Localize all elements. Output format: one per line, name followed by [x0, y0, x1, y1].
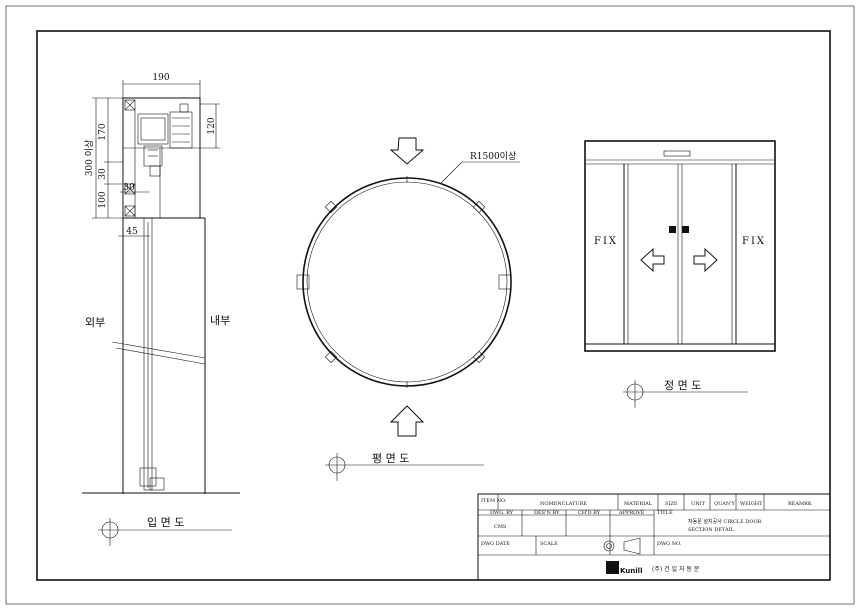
slide-arrow-left-icon	[640, 247, 665, 273]
tb-scale: SCALE	[540, 541, 558, 547]
tb-chd-by: CH'D BY	[578, 510, 601, 516]
door-handle-right	[682, 226, 689, 233]
entry-arrow-top-icon	[389, 137, 425, 165]
side-elevation-view: 190 120 300 이상	[82, 73, 240, 546]
side-view-caption: 입 면 도	[147, 516, 184, 529]
title-block: ITEM NO. NOMENCLATURE MATERIAL SIZE UNIT…	[477, 493, 831, 581]
dim-30-horizontal: 30	[123, 183, 135, 193]
entry-arrow-bottom-icon	[389, 405, 425, 437]
fix-label-left: FIX	[594, 236, 618, 247]
tb-approve: APPROVE	[618, 510, 645, 516]
dim-300: 300 이상	[84, 140, 95, 177]
tb-size: SIZE	[665, 501, 678, 507]
tb-nomenclature: NOMENCLATURE	[540, 501, 587, 507]
projection-symbol-icon	[603, 540, 615, 552]
label-inside: 내부	[210, 314, 230, 327]
label-outside: 외부	[85, 316, 105, 329]
tb-desn-by: DES'N BY	[534, 510, 560, 516]
tb-dwg-date: DWG DATE	[481, 541, 510, 547]
tb-item-no: ITEM NO.	[481, 498, 507, 504]
tb-title-line2: SECTION DETAIL	[688, 527, 735, 533]
plan-view-caption: 평 면 도	[372, 452, 409, 465]
door-handle-left	[669, 226, 676, 233]
sheet-inner-border	[36, 30, 831, 581]
front-elevation-view: FIX FIX 정 면 도	[584, 140, 776, 408]
dim-30-vertical: 30	[98, 168, 108, 180]
front-view-caption: 정 면 도	[664, 379, 701, 392]
tb-material: MATERIAL	[624, 501, 653, 507]
tb-remark: REAMRK	[788, 501, 812, 507]
fix-label-right: FIX	[742, 236, 766, 247]
tb-company: (주) 건 일 자 동 문	[652, 565, 700, 573]
dim-170: 170	[98, 123, 108, 140]
slide-arrow-right-icon	[693, 247, 718, 273]
tb-unit: UNIT	[691, 501, 706, 507]
plan-view: R1500이상 평 면 도	[296, 137, 520, 481]
tb-quantity: QUAN'Y	[714, 501, 736, 507]
tb-title-label: TITLE	[657, 510, 673, 516]
tb-dwg-by: DWG. BY	[490, 510, 514, 516]
tb-logo: Kunill	[620, 567, 642, 575]
tb-drawer: CMS	[494, 524, 507, 530]
tb-title-line1: 자동문 설치공사 CIRCLE DOOR	[688, 518, 762, 525]
sheet-outer-border	[5, 5, 855, 605]
radius-label: R1500이상	[470, 151, 516, 162]
dim-45: 45	[126, 227, 138, 237]
tb-weight: WEIGHT	[740, 501, 763, 507]
company-logo-icon	[606, 561, 619, 574]
dim-100: 100	[98, 191, 108, 208]
tb-dwg-no: DWG NO.	[657, 541, 682, 547]
dim-190: 190	[152, 73, 169, 83]
dim-120: 120	[207, 117, 217, 134]
